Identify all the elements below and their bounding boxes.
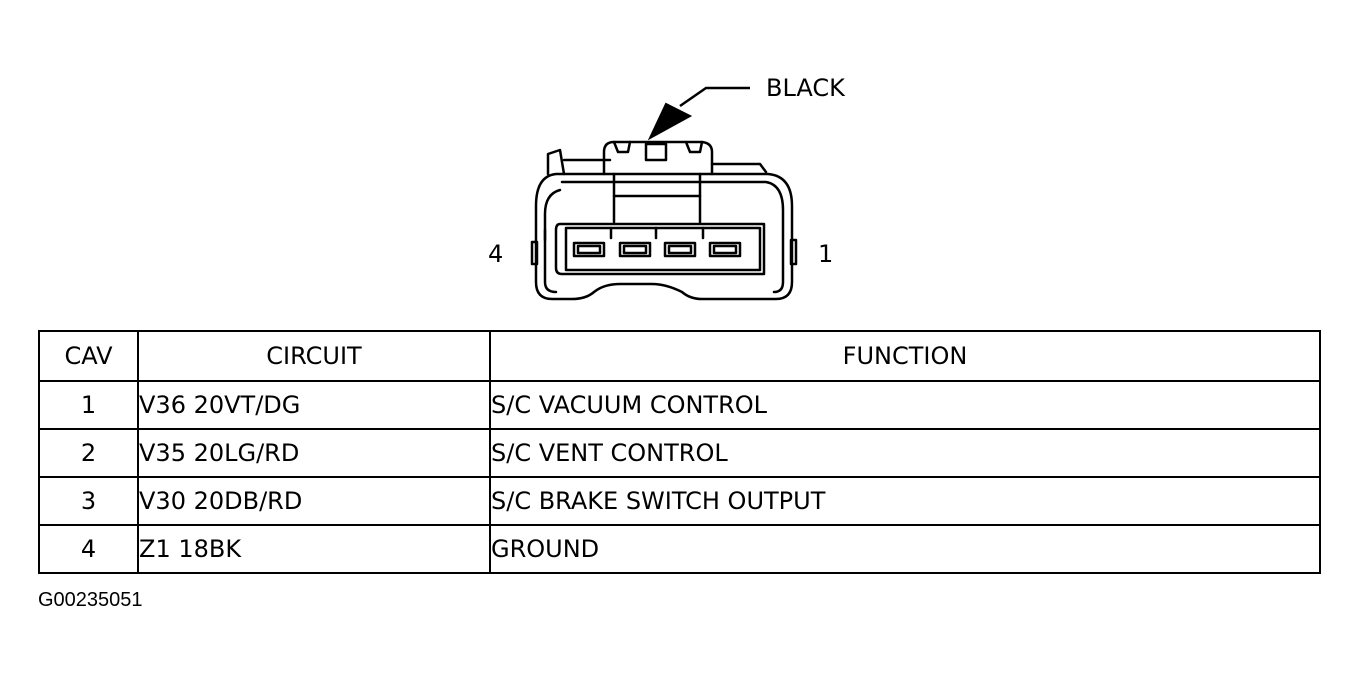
function-cell: S/C VENT CONTROL xyxy=(489,428,1321,478)
table-header-row: CAV CIRCUIT FUNCTION xyxy=(38,330,1321,382)
color-callout-arrow xyxy=(647,86,750,141)
pin-4-label: 4 xyxy=(488,240,503,268)
cav-cell: 1 xyxy=(38,380,139,430)
function-cell: GROUND xyxy=(489,524,1321,574)
table-row: 3 V30 20DB/RD S/C BRAKE SWITCH OUTPUT xyxy=(38,476,1321,526)
circuit-cell: V35 20LG/RD xyxy=(137,428,491,478)
table-row: 2 V35 20LG/RD S/C VENT CONTROL xyxy=(38,428,1321,478)
cav-cell: 2 xyxy=(38,428,139,478)
cav-cell: 3 xyxy=(38,476,139,526)
connector-diagram: BLACK 4 1 xyxy=(488,74,846,301)
color-callout-label: BLACK xyxy=(766,74,846,102)
circuit-cell: V36 20VT/DG xyxy=(137,380,491,430)
function-cell: S/C BRAKE SWITCH OUTPUT xyxy=(489,476,1321,526)
circuit-cell: V30 20DB/RD xyxy=(137,476,491,526)
circuit-cell: Z1 18BK xyxy=(137,524,491,574)
cav-cell: 4 xyxy=(38,524,139,574)
header-function: FUNCTION xyxy=(489,330,1321,382)
connector-body xyxy=(530,140,798,301)
table-row: 4 Z1 18BK GROUND xyxy=(38,524,1321,574)
header-cav: CAV xyxy=(38,330,139,382)
header-circuit: CIRCUIT xyxy=(137,330,491,382)
pinout-table: CAV CIRCUIT FUNCTION 1 V36 20VT/DG S/C V… xyxy=(38,330,1321,574)
pin-1-label: 1 xyxy=(818,240,833,268)
function-cell: S/C VACUUM CONTROL xyxy=(489,380,1321,430)
table-row: 1 V36 20VT/DG S/C VACUUM CONTROL xyxy=(38,380,1321,430)
figure-id: G00235051 xyxy=(38,589,143,611)
